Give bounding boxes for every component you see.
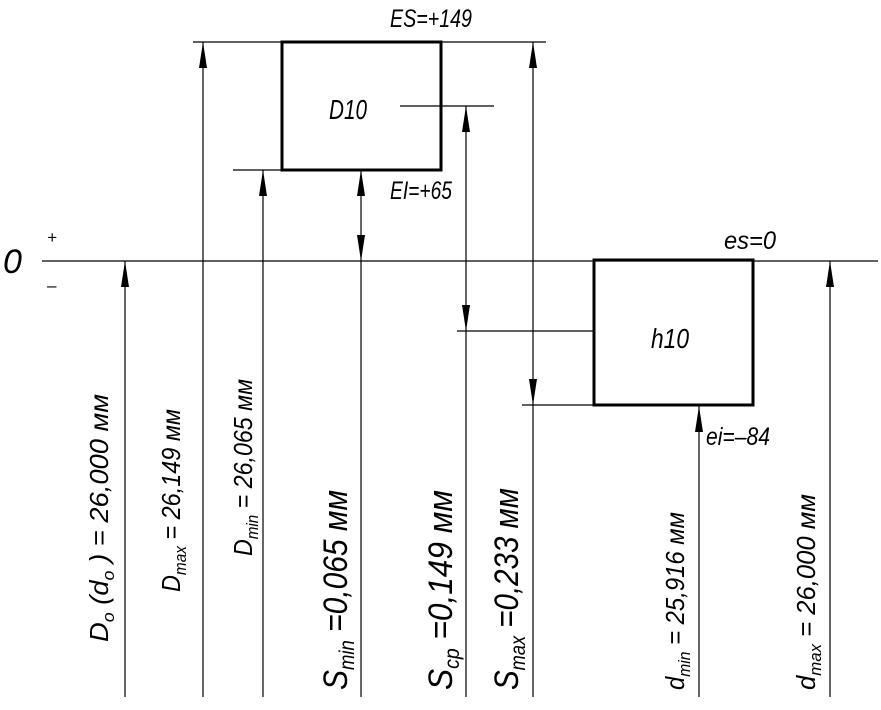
nominal-value: ) = 26,000 мм — [84, 394, 114, 571]
shaft-lower-deviation: ei=–84 — [706, 423, 770, 451]
hole-tolerance-field: D10 ES=+149 EI=+65 — [193, 5, 546, 205]
clearance-mean-symbol: S — [422, 669, 460, 690]
hole-min-label: Dmin = 26,065 мм — [228, 379, 262, 556]
shaft-min-label: dmin = 25,916 мм — [660, 512, 694, 690]
shaft-max-value: = 26,000 мм — [791, 494, 821, 644]
dimension-lines — [121, 42, 834, 697]
clearance-min-arrowhead-up — [357, 170, 365, 196]
clearance-max-arrowhead-down — [529, 379, 537, 405]
minus-sign: – — [46, 276, 57, 295]
hole-min-arrowhead — [259, 170, 267, 196]
hole-max-symbol: D — [156, 575, 186, 592]
shaft-min-arrowhead — [695, 406, 703, 432]
plus-sign: + — [47, 228, 57, 247]
nominal-alt-subscript: o — [99, 570, 118, 580]
clearance-mean-subscript: ср — [441, 648, 464, 669]
clearance-mean-label: Sср =0,149 мм — [422, 490, 464, 690]
clearance-max-label: Smax =0,233 мм — [488, 488, 530, 690]
clearance-max-arrowhead-up — [529, 42, 537, 68]
nominal-arrowhead — [121, 261, 129, 287]
shaft-min-symbol: d — [660, 675, 690, 690]
shaft-min-subscript: min — [675, 652, 694, 677]
shaft-field-box — [592, 258, 755, 407]
hole-max-subscript: max — [171, 546, 190, 575]
shaft-tolerance-field: h10 es=0 ei=–84 — [457, 227, 776, 451]
nominal-symbol-subscript: o — [99, 612, 118, 622]
clearance-min-arrowhead-down — [357, 235, 365, 261]
clearance-min-symbol: S — [317, 670, 355, 690]
nominal-size-label: Do (do ) = 26,000 мм — [84, 394, 118, 642]
shaft-min-value: = 25,916 мм — [660, 512, 690, 652]
hole-min-value: = 26,065 мм — [228, 379, 258, 515]
clearance-mean-arrowhead-down — [462, 305, 470, 331]
nominal-alt-symbol: (d — [84, 579, 114, 613]
shaft-max-label: dmax = 26,000 мм — [791, 494, 825, 690]
hole-min-subscript: min — [243, 515, 262, 539]
hole-max-label: Dmax = 26,149 мм — [156, 409, 190, 592]
clearance-min-subscript: min — [336, 640, 359, 670]
shaft-max-subscript: max — [806, 644, 825, 676]
shaft-max-symbol: d — [791, 674, 821, 690]
clearance-max-subscript: max — [507, 635, 530, 671]
clearance-mean-arrowhead-up — [462, 106, 470, 132]
shaft-upper-deviation: es=0 — [724, 227, 776, 255]
hole-upper-deviation: ES=+149 — [390, 5, 472, 33]
hole-max-value: = 26,149 мм — [156, 409, 186, 546]
clearance-max-value: =0,233 мм — [488, 488, 526, 636]
clearance-min-label: Smin =0,065 мм — [317, 490, 359, 690]
nominal-symbol: D — [84, 622, 114, 642]
dimension-labels: Do (do ) = 26,000 мм Dmax = 26,149 мм Dm… — [84, 379, 825, 690]
hole-lower-deviation: EI=+65 — [390, 177, 452, 205]
shaft-max-arrowhead — [826, 261, 834, 287]
hole-min-symbol: D — [228, 539, 258, 556]
shaft-field-label: h10 — [651, 323, 689, 354]
clearance-max-symbol: S — [488, 670, 526, 690]
hole-max-arrowhead — [199, 42, 207, 68]
zero-line-label: 0 — [3, 243, 22, 281]
hole-field-label: D10 — [329, 94, 367, 125]
clearance-mean-value: =0,149 мм — [422, 490, 460, 648]
clearance-min-value: =0,065 мм — [317, 490, 355, 640]
